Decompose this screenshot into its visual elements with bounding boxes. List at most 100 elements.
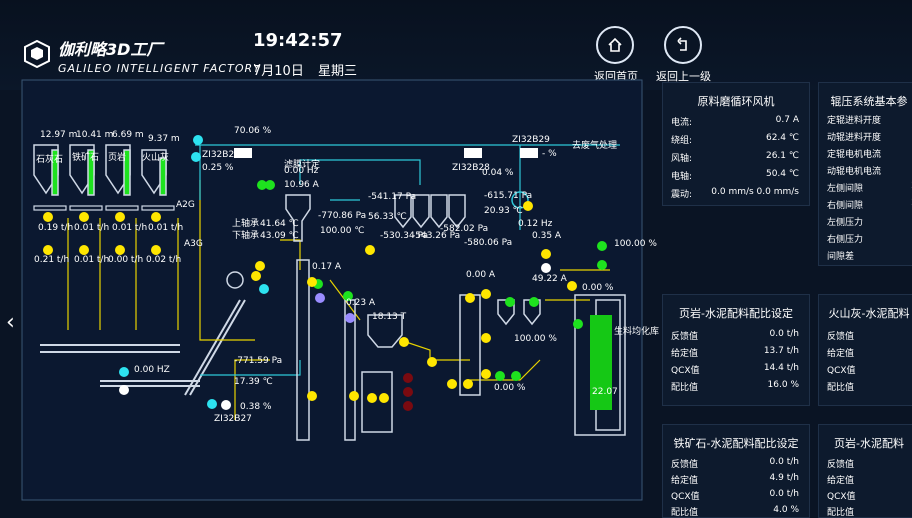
diagram-label: 70.06 % — [234, 126, 272, 136]
diagram-label: 18.13 T — [372, 312, 407, 322]
diagram-label: -582.02 Pa — [440, 224, 488, 234]
panel-row-label: 电轴: — [671, 172, 693, 182]
yellow-status-lamp — [151, 212, 161, 222]
diagram-label: 0.35 A — [532, 231, 562, 241]
cyan-status-lamp — [193, 135, 203, 145]
green-status-lamp — [343, 291, 353, 301]
panel-row-value: 4.0 % — [773, 505, 799, 515]
diagram-label: 去废气处理 — [572, 139, 617, 151]
raw-material-silos — [33, 144, 167, 196]
fan-panel-title: 原料磨循环风机 — [697, 95, 775, 108]
diagram-label: 0.25 % — [202, 163, 234, 173]
yellow-status-lamp — [465, 293, 475, 303]
yellow-status-lamp — [151, 245, 161, 255]
clock-date: 7月10日 — [253, 64, 304, 79]
diagram-label: 22.07 — [592, 387, 618, 397]
diagram-label: 0.17 A — [312, 262, 342, 272]
diagram-label: 0.23 A — [346, 298, 376, 308]
cyan-status-lamp — [207, 399, 217, 409]
diagram-label: 100.00 ℃ — [320, 226, 364, 236]
cyan-status-lamp — [191, 152, 201, 162]
panel-row-label: 定辊电机电流 — [827, 150, 882, 160]
diagram-label: 17.39 ℃ — [234, 377, 273, 387]
back-button[interactable] — [664, 26, 702, 64]
diagram-label: -530.34 Pa — [380, 231, 428, 241]
panel-row-value: 0.0 t/h — [769, 329, 799, 339]
roller-panel-title: 辊压系统基本参 — [830, 95, 908, 108]
yellow-status-lamp — [79, 245, 89, 255]
diagram-label: 6.69 m — [112, 130, 144, 140]
silo-level-bar — [590, 315, 612, 410]
panel-row-label: 配比值 — [671, 508, 699, 518]
panel-row-label: 配比值 — [827, 383, 855, 393]
yellow-status-lamp — [307, 391, 317, 401]
home-button[interactable] — [596, 26, 634, 64]
green-status-lamp — [505, 297, 515, 307]
yellow-status-lamp — [367, 393, 377, 403]
panel-row-label: 给定值 — [827, 476, 855, 486]
diagram-label: 0.19 t/h — [38, 223, 73, 233]
yellow-status-lamp — [365, 245, 375, 255]
panel-row-value: 0.0 t/h — [769, 489, 799, 499]
darkred-status-lamp — [403, 401, 413, 411]
diagram-label: 火山灰 — [142, 151, 169, 163]
diagram-label: - % — [542, 149, 557, 159]
home-icon — [608, 37, 622, 52]
diagram-label: 100.00 % — [614, 239, 657, 249]
yellow-status-lamp — [379, 393, 389, 403]
yellow-status-lamp — [481, 333, 491, 343]
panel-row-value: 13.7 t/h — [763, 346, 799, 356]
diagram-label: 56.33 ℃ — [368, 212, 407, 222]
panel-row-label: 给定值 — [671, 476, 699, 486]
yellow-status-lamp — [447, 379, 457, 389]
panel-row-label: 给定值 — [827, 349, 855, 359]
panel-row-label: QCX值 — [671, 366, 700, 376]
diagram-label: 石灰石 — [36, 153, 63, 165]
panel-row-value: 0.0 t/h — [769, 457, 799, 467]
panel-row-label: 电流: — [671, 118, 693, 128]
diagram-label: -771.59 Pa — [234, 356, 282, 366]
diagram-label: -770.86 Pa — [318, 211, 366, 221]
diagram-label: 0.38 % — [240, 402, 272, 412]
diagram-label: 0.00 % — [582, 283, 614, 293]
panel-row-value: 14.4 t/h — [763, 363, 799, 373]
shale2-panel-title: 页岩-水泥配料 — [834, 437, 904, 450]
green-status-lamp — [573, 319, 583, 329]
yellow-status-lamp — [251, 271, 261, 281]
diagram-label: -615.71 Pa — [484, 191, 532, 201]
panel-row-label: 左侧压力 — [827, 218, 864, 228]
back-label[interactable]: 返回上一级 — [656, 70, 711, 83]
diagram-label: 10.96 A — [284, 180, 320, 190]
panel-row-label: QCX值 — [827, 366, 856, 376]
brand-name: 伽利略3D工厂 — [58, 40, 163, 59]
diagram-label: 上轴承 — [232, 217, 259, 229]
darkred-status-lamp — [403, 387, 413, 397]
yellow-status-lamp — [115, 245, 125, 255]
white-status-lamp — [221, 400, 231, 410]
cyan-status-lamp — [119, 367, 129, 377]
diagram-label: 0.01 t/h — [112, 223, 147, 233]
panel-row-value: 50.4 ℃ — [765, 169, 799, 179]
green-status-lamp — [529, 297, 539, 307]
panel-row-label: 反馈值 — [827, 460, 855, 470]
yellow-status-lamp — [79, 212, 89, 222]
diagram-label: ZI32B27 — [214, 414, 252, 424]
panel-row-value: 0.7 A — [775, 115, 799, 125]
yellow-status-lamp — [307, 277, 317, 287]
panel-row-value: 26.1 ℃ — [765, 151, 799, 161]
diagram-label: 0.01 t/h — [148, 223, 183, 233]
chevron-left-icon[interactable]: ‹ — [6, 310, 15, 335]
panel-row-label: 左侧间隙 — [827, 184, 864, 194]
diagram-label: 0.00 % — [494, 383, 526, 393]
volcanic-panel-title: 火山灰-水泥配料 — [828, 307, 910, 320]
diagram-label: 0.01 t/h — [74, 223, 109, 233]
panel-row-label: 绕组: — [671, 136, 693, 146]
purple-status-lamp — [345, 313, 355, 323]
diagram-label: 页岩 — [108, 151, 126, 163]
diagram-label: 0.00 t/h — [108, 255, 143, 265]
diagram-label: ZI32B28 — [452, 163, 490, 173]
panel-row-label: 配比值 — [671, 383, 699, 393]
panel-row-label: 右侧压力 — [827, 235, 864, 245]
diagram-label: 0.21 t/h — [34, 255, 69, 265]
